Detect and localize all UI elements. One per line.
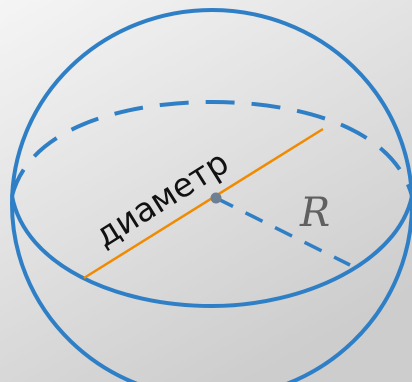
diameter-line [83, 127, 324, 280]
equator-front-half [10, 195, 412, 309]
equator-back-half [10, 99, 412, 197]
radius-label: R [299, 190, 330, 236]
center-point [210, 192, 222, 204]
radius-line [215, 196, 351, 267]
